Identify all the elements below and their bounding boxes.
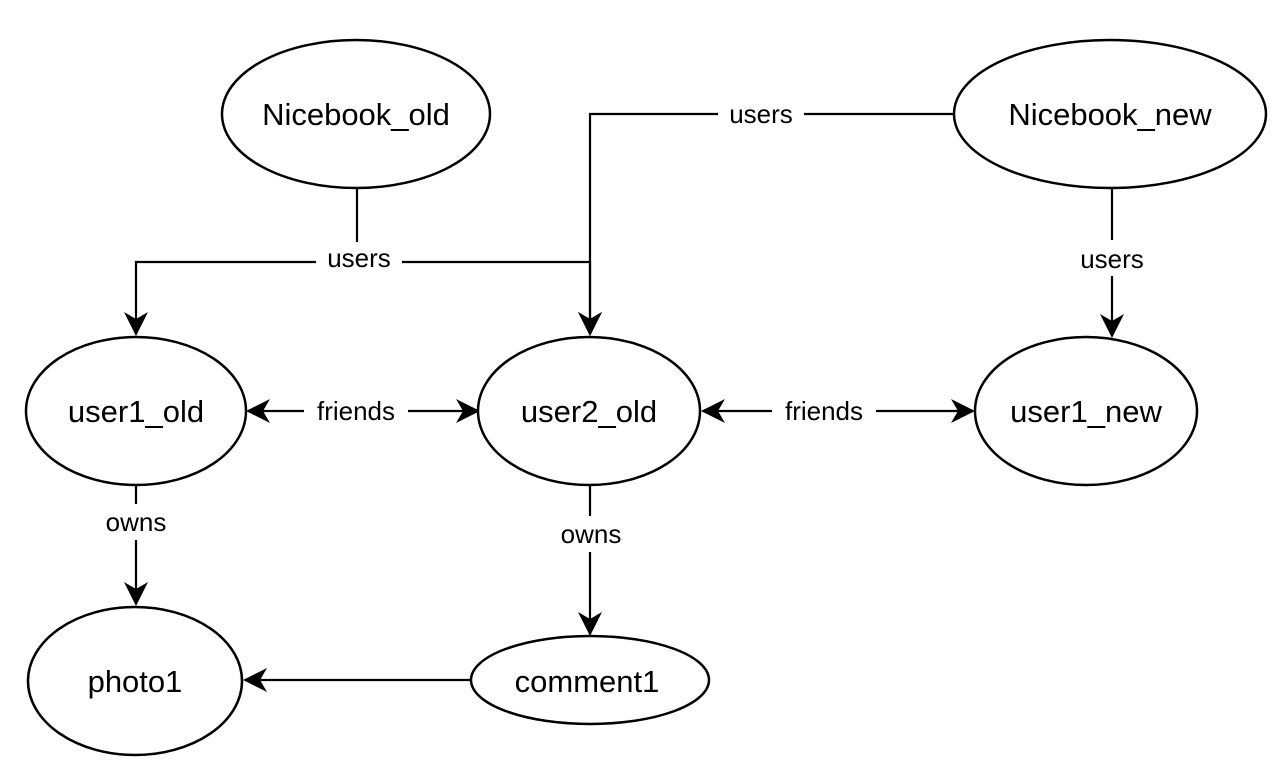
edge-nicebook-new-users-user2: users: [578, 96, 955, 336]
node-comment1: comment1: [469, 634, 711, 726]
node-nicebook-old: Nicebook_old: [220, 38, 492, 190]
node-label: user2_old: [521, 394, 657, 429]
edge-label-friends: friends: [785, 396, 863, 426]
edge-user2-old-owns-comment1: owns: [545, 486, 637, 636]
node-user2-old: user2_old: [476, 335, 702, 487]
edge-user2-old-friends-user1-new: friends: [701, 394, 975, 428]
edge-user1-old-owns-photo1: owns: [90, 486, 182, 606]
node-user1-new: user1_new: [973, 335, 1199, 487]
edge-label-users: users: [327, 243, 391, 273]
node-label: photo1: [88, 664, 183, 699]
edge-label-owns: owns: [106, 507, 167, 537]
node-label: user1_new: [1010, 394, 1162, 429]
edge-label-owns: owns: [561, 519, 622, 549]
edge-nicebook-old-users: users: [124, 188, 602, 336]
edge-user1-old-friends-user2-old: friends: [246, 394, 480, 428]
edge-label-users: users: [1080, 244, 1144, 274]
node-label: user1_old: [68, 394, 204, 429]
node-label: Nicebook_new: [1008, 97, 1212, 132]
edge-nicebook-new-users-user1-new: users: [1068, 188, 1156, 338]
node-photo1: photo1: [26, 605, 244, 757]
node-user1-old: user1_old: [24, 335, 248, 487]
node-label: comment1: [515, 664, 660, 699]
edge-label-friends: friends: [317, 396, 395, 426]
edge-label-users: users: [729, 99, 793, 129]
node-nicebook-new: Nicebook_new: [952, 38, 1268, 190]
node-label: Nicebook_old: [262, 97, 450, 132]
